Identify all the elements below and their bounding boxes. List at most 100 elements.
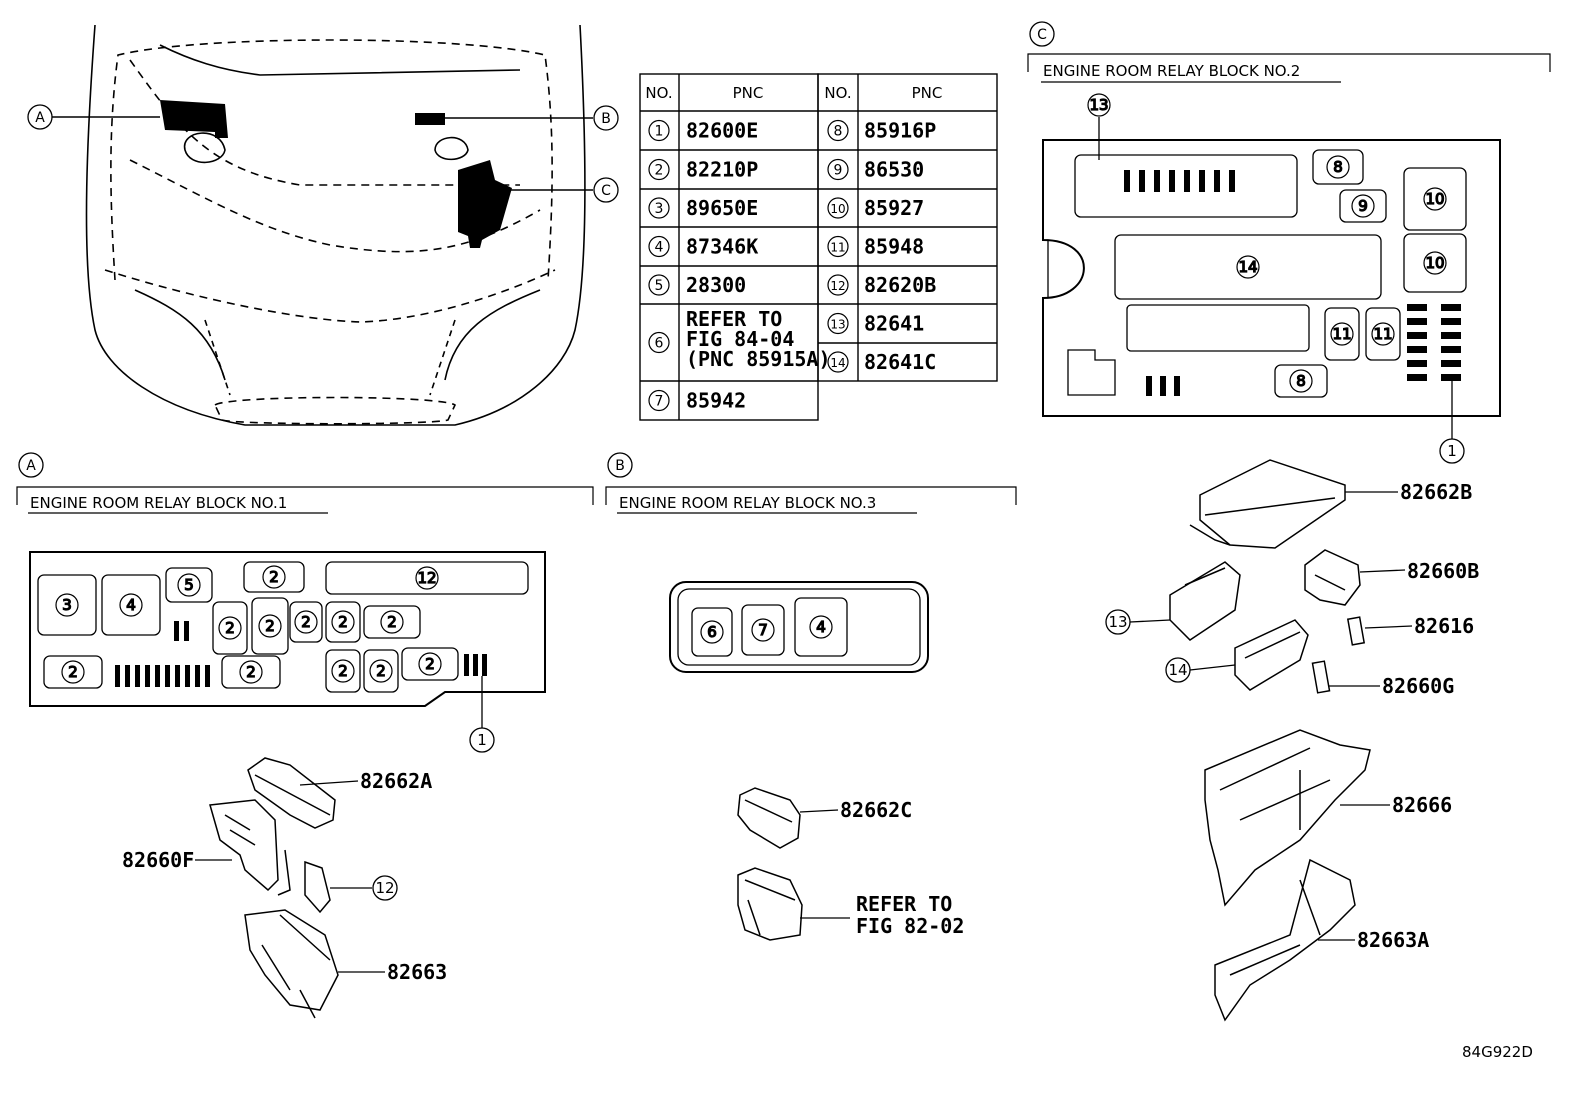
table-no-circle (648, 274, 670, 296)
slot-number: 2 (376, 662, 386, 680)
part-82663: 82663 (387, 960, 447, 984)
header-pnc-right: PNC (912, 84, 943, 102)
table-pnc: 85942 (686, 389, 746, 413)
table-no-circle (827, 274, 849, 296)
slot-number-circle (1371, 322, 1395, 346)
table-no-circle (648, 389, 670, 412)
table-pnc: 28300 (686, 273, 746, 297)
section-a-marker: A (26, 458, 36, 474)
part-82662c: 82662C (840, 798, 912, 822)
table-pnc: 82641 (864, 312, 924, 336)
slot-number: 2 (338, 662, 348, 680)
header-no-right: NO. (824, 84, 851, 102)
section-b-title: ENGINE ROOM RELAY BLOCK NO.3 (619, 494, 876, 512)
slot-number-circle (1423, 251, 1447, 275)
slot-number-circle (177, 573, 201, 597)
table-no: 6 (655, 336, 664, 352)
slot-number-circle (294, 610, 318, 634)
fuse-13-drawing (1169, 561, 1241, 641)
part-82660f: 82660F (122, 848, 194, 872)
part-b-refer-line1: REFER TO (856, 892, 952, 916)
slot-number: 7 (758, 621, 768, 639)
part-b-refer-line2: FIG 82-02 (856, 914, 964, 938)
table-pnc: 86530 (864, 158, 924, 182)
clip-82616-drawing (1346, 616, 1366, 646)
marker-a-label: A (35, 110, 45, 126)
table-no: 14 (830, 356, 845, 370)
slot-number: 2 (338, 613, 348, 631)
section-c-title: ENGINE ROOM RELAY BLOCK NO.2 (1043, 62, 1300, 80)
relay-slot (101, 574, 161, 636)
vehicle-overview (85, 24, 586, 426)
relay-slot (363, 605, 421, 639)
slot-number: 4 (126, 596, 136, 614)
marker-b-label: B (601, 111, 611, 127)
table-no: 5 (655, 278, 664, 294)
slot-number-circle (262, 565, 286, 589)
table-pnc: 82641C (864, 350, 936, 374)
table-pnc: 85916P (864, 119, 936, 143)
table-pnc: 85927 (864, 196, 924, 220)
slot-number: 2 (425, 655, 435, 673)
table-pnc: 82600E (686, 119, 758, 143)
relay-slot (251, 597, 289, 655)
slot-number: 6 (707, 623, 717, 641)
marker-c-label: C (601, 183, 611, 199)
slot-number: 2 (269, 568, 279, 586)
relay-slot (1312, 149, 1364, 185)
case-82663-drawing (244, 909, 339, 1019)
table-no: 3 (655, 201, 664, 217)
slot-number: 2 (387, 613, 397, 631)
table-no-circle (827, 235, 849, 258)
vehicle-leaders (52, 116, 593, 191)
table-no: 1 (655, 124, 664, 140)
part-82663a: 82663A (1357, 928, 1429, 952)
table-no-circle (648, 235, 670, 258)
table-no-circle (648, 331, 670, 354)
table-no: 11 (830, 241, 845, 255)
section-b-marker: B (615, 458, 625, 474)
slot-number-circle (331, 659, 355, 683)
slot-number: 13 (1089, 96, 1108, 114)
relay-slot (325, 601, 361, 643)
slot-number: 10 (1425, 254, 1444, 272)
header-no-left: NO. (645, 84, 672, 102)
table-pnc: 87346K (686, 235, 758, 259)
relay-slot (43, 655, 103, 689)
section-c-marker: C (1037, 27, 1047, 43)
relay-slot (1403, 233, 1467, 293)
slot-number-circle (1289, 369, 1313, 393)
slot-number-circle (1087, 93, 1111, 117)
table-pnc-line: REFER TO (686, 307, 782, 331)
relay-slot (1074, 154, 1298, 218)
slot-number: 10 (1425, 190, 1444, 208)
block-a-fuse-bars (115, 621, 487, 687)
slot-number-circle (369, 659, 393, 683)
clip-82660g-drawing (1311, 660, 1331, 694)
slot-number-circle (809, 615, 833, 639)
slot-number: 2 (265, 617, 275, 635)
slot-number-circle (218, 616, 242, 640)
slot-number-circle (119, 593, 143, 617)
slot-number: 2 (225, 619, 235, 637)
slot-number-circle (61, 660, 85, 684)
table-pnc: 85948 (864, 235, 924, 259)
table-no-circle (827, 351, 849, 373)
table-no-circle (648, 119, 670, 142)
figure-id: 84G922D (1462, 1043, 1533, 1061)
relay-slot (691, 607, 733, 657)
table-no: 8 (834, 124, 843, 140)
location-markers: A B C (27, 104, 619, 203)
table-no: 4 (655, 240, 664, 256)
slot-number-circle (239, 660, 263, 684)
relay-slot (794, 597, 848, 657)
table-no: 12 (830, 279, 845, 293)
slot-number: 12 (417, 569, 436, 587)
slot-number-circle (700, 620, 724, 644)
relay-slot (212, 601, 248, 655)
table-pnc-line: (PNC 85915A) (686, 347, 831, 371)
part-82616: 82616 (1414, 614, 1474, 638)
relay-slot (289, 601, 323, 643)
slot-number-circle (1423, 187, 1447, 211)
